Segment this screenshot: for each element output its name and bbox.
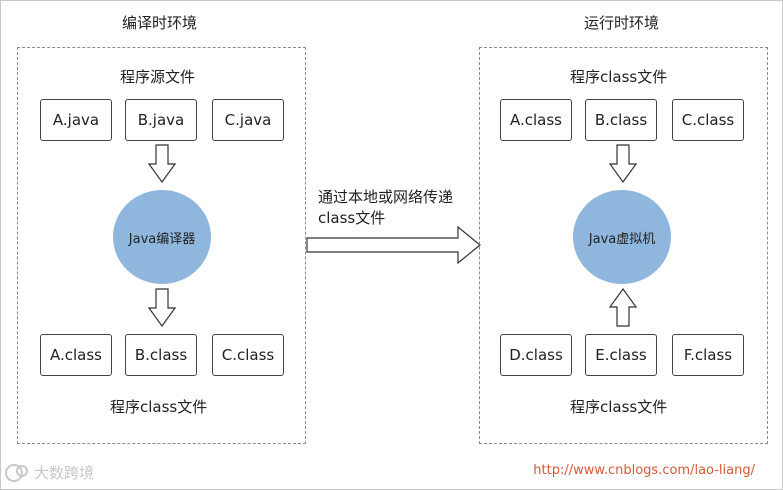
up-arrow-icon (608, 287, 638, 327)
source-file-box: A.java (40, 99, 112, 141)
transfer-label-line2: class文件 (318, 209, 386, 227)
class-files-caption: 程序class文件 (110, 398, 208, 416)
source-files-caption: 程序源文件 (120, 68, 196, 86)
watermark-logo: 大数跨境 (4, 462, 94, 483)
runtime-env-panel (479, 47, 768, 444)
transfer-label-line1: 通过本地或网络传递 (318, 188, 454, 206)
watermark-logo-icon (5, 463, 28, 482)
watermark-text: 大数跨境 (34, 464, 95, 482)
down-arrow-icon (147, 288, 177, 328)
right-arrow-icon (306, 225, 481, 265)
runtime-class-box: D.class (500, 334, 572, 376)
runtime-class-box: E.class (585, 334, 657, 376)
class-file-box: A.class (40, 334, 112, 376)
runtime-class-box: C.class (672, 99, 744, 141)
source-file-box: B.java (125, 99, 197, 141)
class-file-box: C.class (212, 334, 284, 376)
runtime-class-box: A.class (500, 99, 572, 141)
class-file-box: B.class (125, 334, 197, 376)
down-arrow-icon (147, 144, 177, 184)
down-arrow-icon (608, 144, 638, 184)
compile-env-panel (17, 47, 306, 444)
runtime-class-box: B.class (585, 99, 657, 141)
runtime-env-title: 运行时环境 (584, 14, 660, 32)
transfer-label: 通过本地或网络传递 class文件 (318, 187, 453, 229)
java-vm-node: Java虚拟机 (573, 190, 671, 284)
runtime-bottom-caption: 程序class文件 (570, 398, 668, 416)
compile-env-title: 编译时环境 (122, 14, 198, 32)
java-compiler-node: Java编译器 (113, 190, 211, 284)
runtime-class-box: F.class (672, 334, 744, 376)
blog-url: http://www.cnblogs.com/lao-liang/ (533, 463, 755, 478)
source-file-box: C.java (212, 99, 284, 141)
runtime-top-caption: 程序class文件 (570, 68, 668, 86)
